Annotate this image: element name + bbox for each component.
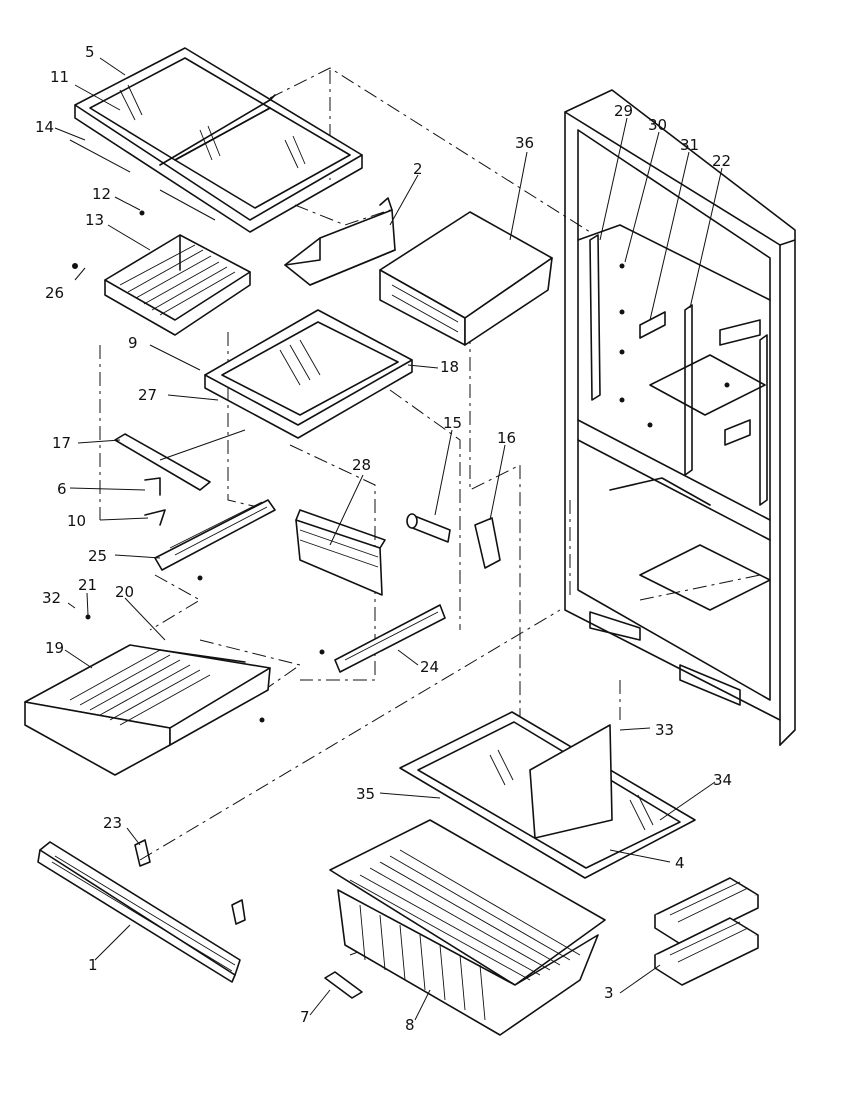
wire-shelf	[72, 210, 251, 336]
callout-16: 16	[497, 429, 516, 447]
callout-17: 17	[52, 434, 71, 452]
callout-33: 33	[655, 721, 674, 739]
callout-labels: 5 11 14 12 13 26 2 36 29 30 31 22 9 18 2…	[35, 43, 732, 1034]
callout-18: 18	[440, 358, 459, 376]
callout-7: 7	[300, 1008, 310, 1026]
callout-36: 36	[515, 134, 534, 152]
drawer-cover	[295, 509, 386, 596]
clip	[324, 971, 363, 999]
callout-20: 20	[115, 583, 134, 601]
callout-14: 14	[35, 118, 54, 136]
callout-5: 5	[85, 43, 95, 61]
callout-28: 28	[352, 456, 371, 474]
callout-6: 6	[57, 480, 67, 498]
callout-9: 9	[128, 334, 138, 352]
callout-11: 11	[50, 68, 69, 86]
callout-2: 2	[413, 160, 423, 178]
small-bin	[284, 197, 396, 286]
ice-trays	[654, 877, 759, 986]
callout-23: 23	[103, 814, 122, 832]
callout-8: 8	[405, 1016, 415, 1034]
callout-3: 3	[604, 984, 614, 1002]
callout-13: 13	[85, 211, 104, 229]
callout-31: 31	[680, 136, 699, 154]
refrigerator-cabinet	[564, 89, 796, 746]
callout-19: 19	[45, 639, 64, 657]
callout-4: 4	[675, 854, 685, 872]
leader-lines	[54, 57, 723, 1021]
callout-21: 21	[78, 576, 97, 594]
callout-29: 29	[614, 102, 633, 120]
upper-shelf-assembly	[69, 47, 363, 233]
middle-shelf	[204, 309, 413, 439]
callout-10: 10	[67, 512, 86, 530]
rail-bracket	[114, 429, 246, 526]
callout-26: 26	[45, 284, 64, 302]
freezer-shelf	[399, 711, 696, 879]
side-bracket	[474, 517, 501, 569]
callout-22: 22	[712, 152, 731, 170]
callout-15: 15	[443, 414, 462, 432]
kickplate	[37, 839, 246, 983]
drawer-slide-right	[319, 604, 446, 673]
callout-24: 24	[420, 658, 439, 676]
drawer-slide-left	[154, 499, 276, 581]
callout-34: 34	[713, 771, 732, 789]
crisper-drawer	[24, 614, 271, 776]
wire-basket	[329, 819, 606, 1036]
large-bin	[379, 211, 553, 346]
roller	[406, 513, 451, 543]
callout-12: 12	[92, 185, 111, 203]
callout-25: 25	[88, 547, 107, 565]
callout-32: 32	[42, 589, 61, 607]
callout-27: 27	[138, 386, 157, 404]
callout-30: 30	[648, 116, 667, 134]
callout-35: 35	[356, 785, 375, 803]
callout-1: 1	[88, 956, 98, 974]
